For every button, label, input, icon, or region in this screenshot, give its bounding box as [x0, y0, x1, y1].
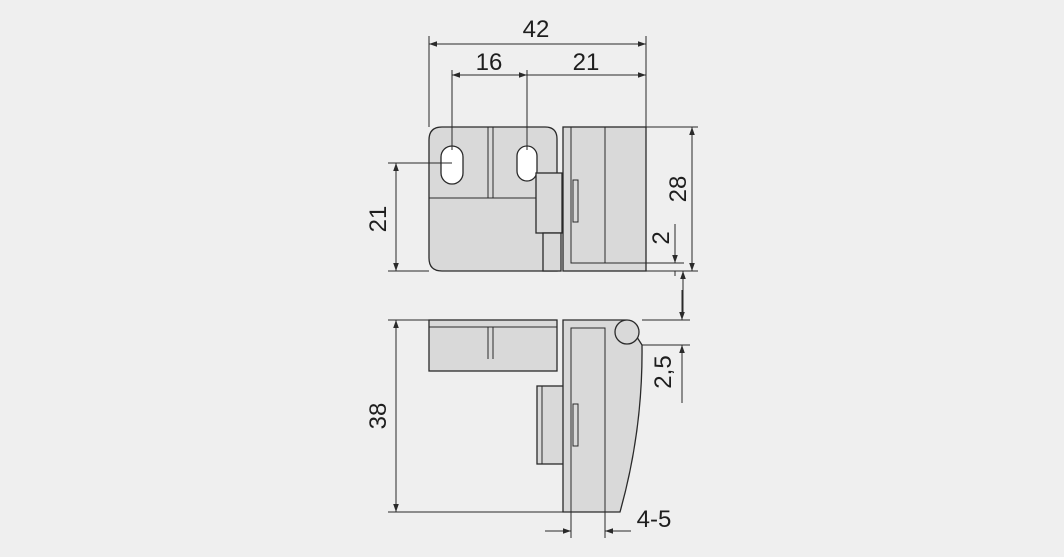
- top-view: [428, 126, 684, 272]
- dim-hole-to-edge: 21: [573, 49, 600, 76]
- dimension-lines: [388, 36, 698, 538]
- dim-top-height: 28: [665, 176, 692, 203]
- dim-gap: 2: [648, 231, 675, 244]
- hinge-block-side: [536, 385, 566, 465]
- hinge-pin: [614, 319, 640, 345]
- side-view: [428, 319, 643, 513]
- dim-door-thickness: 4-5: [637, 506, 672, 533]
- mounting-slot-left: [440, 145, 464, 185]
- door-clamp-side: [562, 319, 643, 513]
- hinge-block: [535, 172, 563, 234]
- dimension-labels: 42 16 21 28 21 2 2,5 38 4-5: [365, 16, 692, 533]
- dim-overall-width: 42: [523, 16, 550, 43]
- mounting-slot-right: [516, 145, 538, 182]
- dim-side-height: 38: [365, 403, 392, 430]
- dim-hole-height: 21: [365, 206, 392, 233]
- hinge-knuckle: [542, 232, 562, 272]
- dim-hinge-offset: 2,5: [650, 355, 677, 388]
- dim-hole-spacing: 16: [476, 49, 503, 76]
